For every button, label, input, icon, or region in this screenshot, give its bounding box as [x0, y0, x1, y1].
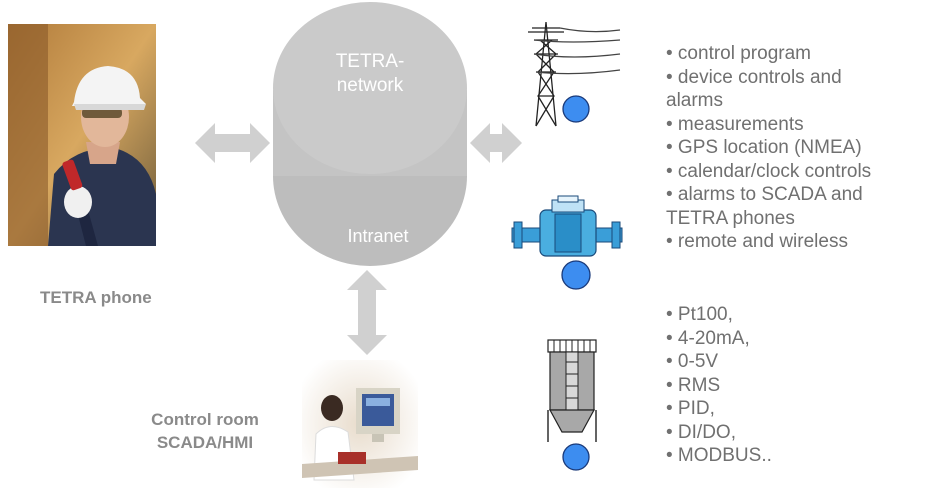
- network-title: TETRA- network: [300, 50, 440, 98]
- feature-item: alarms: [666, 90, 724, 111]
- feature-list: • control program • device controls and …: [666, 42, 928, 254]
- feature-item: • calendar/clock controls: [666, 160, 872, 182]
- feature-item: • GPS location (NMEA): [666, 137, 862, 158]
- feature-item: • control program: [666, 43, 811, 64]
- control-room-label-line1: Control room: [151, 410, 259, 429]
- io-list: • Pt100, • 4-20mA, • 0-5V • RMS • PID, •…: [666, 303, 772, 468]
- silo-icon: [547, 339, 597, 442]
- feature-list-clip: • control program • device controls and …: [666, 42, 928, 284]
- feature-item: • measurements: [666, 113, 804, 135]
- flow-sensor-circle: [561, 260, 591, 290]
- tetra-phone-label: TETRA phone: [40, 288, 152, 307]
- power-sensor-circle: [562, 95, 590, 123]
- network-title-line1: TETRA-: [335, 51, 405, 72]
- control-room-link-arrow: [347, 270, 387, 355]
- feature-item: TETRA phones: [666, 207, 795, 229]
- io-item: • RMS: [666, 374, 721, 396]
- control-room-label: Control room SCADA/HMI: [120, 408, 290, 454]
- io-item: • PID,: [666, 398, 715, 419]
- device-link-arrow: [470, 123, 522, 163]
- network-cylinder-upper: [273, 2, 467, 174]
- power-tower-icon: [528, 21, 621, 127]
- io-item: • 0-5V: [666, 351, 719, 372]
- io-item: • Pt100,: [666, 304, 733, 325]
- feature-item: • alarms to SCADA and: [666, 184, 863, 205]
- io-item: • 4-20mA,: [666, 327, 750, 349]
- network-title-line2: network: [336, 75, 404, 96]
- silo-sensor-circle: [562, 443, 590, 471]
- flow-meter-icon: [511, 195, 623, 257]
- control-room-photo: [302, 360, 418, 488]
- io-item: • DI/DO,: [666, 421, 736, 443]
- phone-link-arrow: [195, 123, 270, 163]
- feature-item: • device controls and: [666, 66, 842, 88]
- feature-item: • remote and wireless: [666, 231, 848, 252]
- control-room-label-line2: SCADA/HMI: [156, 433, 254, 452]
- worker-photo: [8, 24, 156, 246]
- intranet-label: Intranet: [347, 226, 409, 246]
- io-item: • MODBUS..: [666, 445, 772, 466]
